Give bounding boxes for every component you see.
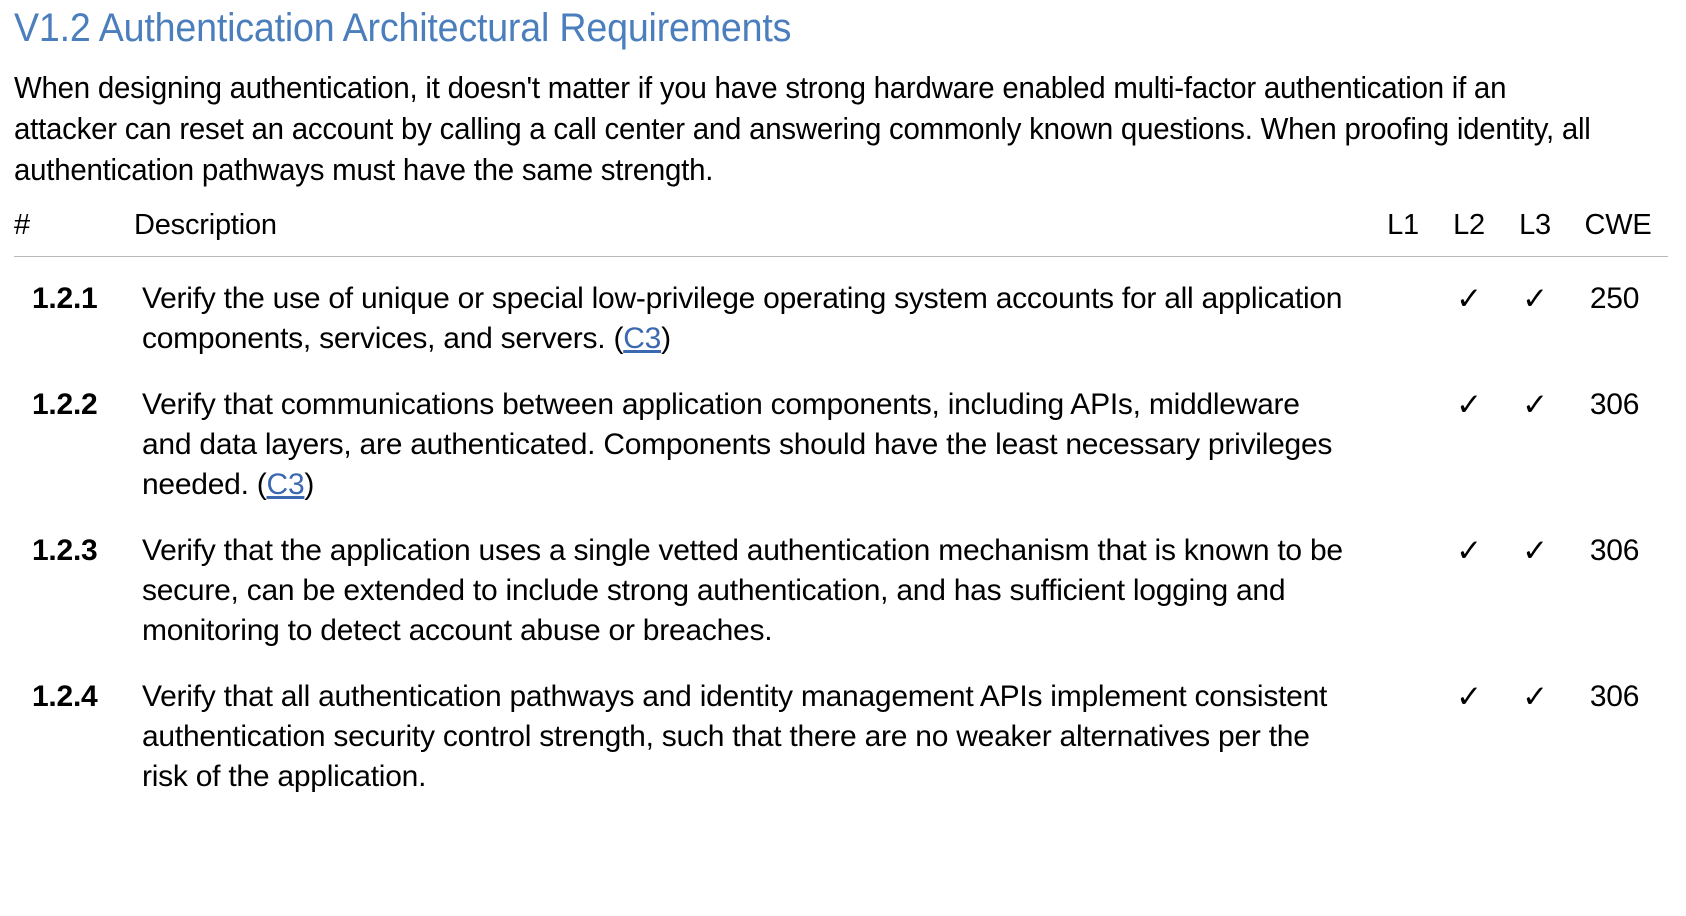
column-header-l1: L1: [1387, 209, 1419, 241]
requirement-number: 1.2.4: [32, 680, 98, 713]
column-header-l2: L2: [1453, 209, 1485, 241]
level-l1-cell: [1370, 365, 1436, 511]
cwe-value: 306: [1589, 680, 1640, 713]
column-header-l3: L3: [1519, 209, 1551, 241]
description-text: Verify the use of unique or special low-…: [142, 282, 1343, 355]
level-l3-cell: ✓: [1502, 511, 1568, 657]
table-row: 1.2.4 Verify that all authentication path…: [14, 657, 1668, 803]
check-icon: ✓: [1456, 281, 1482, 317]
level-l2-cell: ✓: [1436, 257, 1502, 366]
intro-paragraph: When designing authentication, it doesn'…: [14, 71, 1591, 187]
level-l2-cell: ✓: [1436, 365, 1502, 511]
table-header: # Description L1 L2 L3 CWE: [14, 209, 1668, 257]
requirement-number: 1.2.1: [32, 282, 98, 315]
table-body: 1.2.1 Verify the use of unique or special…: [14, 257, 1668, 804]
description-text: Verify that communications between appli…: [142, 388, 1333, 501]
level-l2-cell: ✓: [1436, 511, 1502, 657]
c3-link[interactable]: C3: [623, 322, 662, 355]
level-l3-cell: ✓: [1502, 257, 1568, 366]
check-icon: ✓: [1522, 281, 1548, 317]
check-icon: ✓: [1522, 533, 1548, 569]
description-text: Verify that all authentication pathways …: [142, 680, 1328, 793]
column-header-description: Description: [134, 209, 277, 241]
requirement-description: Verify the use of unique or special low-…: [134, 257, 1370, 366]
level-l3-cell: ✓: [1502, 365, 1568, 511]
level-l2-cell: ✓: [1436, 657, 1502, 803]
description-text-after: ): [304, 468, 315, 501]
requirement-number: 1.2.3: [32, 534, 98, 567]
description-text: Verify that the application uses a singl…: [142, 534, 1343, 647]
cwe-value: 250: [1589, 282, 1640, 315]
table-row: 1.2.1 Verify the use of unique or special…: [14, 257, 1668, 366]
cwe-value: 306: [1589, 388, 1640, 421]
level-l1-cell: [1370, 511, 1436, 657]
cwe-value: 306: [1589, 534, 1640, 567]
page-title: V1.2 Authentication Architectural Requir…: [14, 6, 792, 50]
level-l3-cell: ✓: [1502, 657, 1568, 803]
c3-link[interactable]: C3: [266, 468, 305, 501]
check-icon: ✓: [1522, 679, 1548, 715]
level-l1-cell: [1370, 657, 1436, 803]
requirement-description: Verify that communications between appli…: [134, 365, 1370, 511]
requirement-number: 1.2.2: [32, 388, 98, 421]
check-icon: ✓: [1456, 387, 1482, 423]
check-icon: ✓: [1522, 387, 1548, 423]
requirement-description: Verify that the application uses a singl…: [134, 511, 1370, 657]
table-row: 1.2.3 Verify that the application uses a …: [14, 511, 1668, 657]
column-header-number: #: [14, 209, 30, 241]
requirement-description: Verify that all authentication pathways …: [134, 657, 1370, 803]
description-text-after: ): [661, 322, 671, 355]
level-l1-cell: [1370, 257, 1436, 366]
header-divider: [14, 256, 1668, 257]
column-header-cwe: CWE: [1584, 209, 1652, 241]
check-icon: ✓: [1456, 533, 1482, 569]
table-row: 1.2.2 Verify that communications between …: [14, 365, 1668, 511]
check-icon: ✓: [1456, 679, 1482, 715]
